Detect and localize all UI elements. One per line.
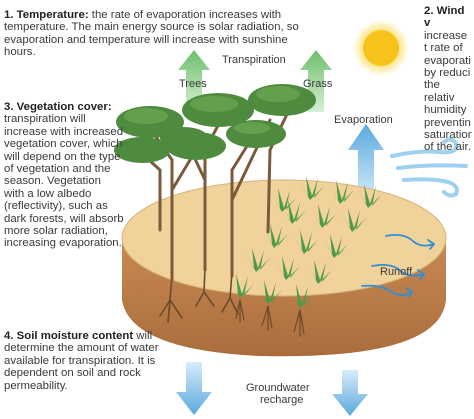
- label-groundwater-line2: recharge: [260, 394, 304, 406]
- evaporation-arrow: [348, 124, 384, 196]
- tree-roots: [159, 267, 239, 323]
- wind-icon: [390, 137, 468, 198]
- factor-wind: 2. Wind v increase t rate of evaporati b…: [424, 5, 472, 154]
- factor-temperature: 1. Temperature: the rate of evaporation …: [4, 9, 299, 59]
- label-evaporation: Evaporation: [334, 114, 393, 126]
- groundwater-arrow-right: [332, 370, 368, 416]
- factor-soil-moisture: 4. Soil moisture content will determine …: [4, 330, 159, 392]
- sun-icon: [353, 20, 409, 76]
- trees: [114, 84, 316, 282]
- label-grass: Grass: [303, 78, 333, 90]
- label-trees: Trees: [179, 78, 207, 90]
- label-transpiration: Transpiration: [222, 54, 286, 66]
- factor-vegetation-cover: 3. Vegetation cover: transpiration will …: [4, 101, 124, 250]
- grass-roots: [235, 299, 305, 337]
- groundwater-arrow-left: [176, 362, 212, 415]
- label-runoff: Runoff: [380, 266, 413, 278]
- label-groundwater-line1: Groundwater: [246, 382, 310, 394]
- runoff-arrows: [361, 233, 435, 298]
